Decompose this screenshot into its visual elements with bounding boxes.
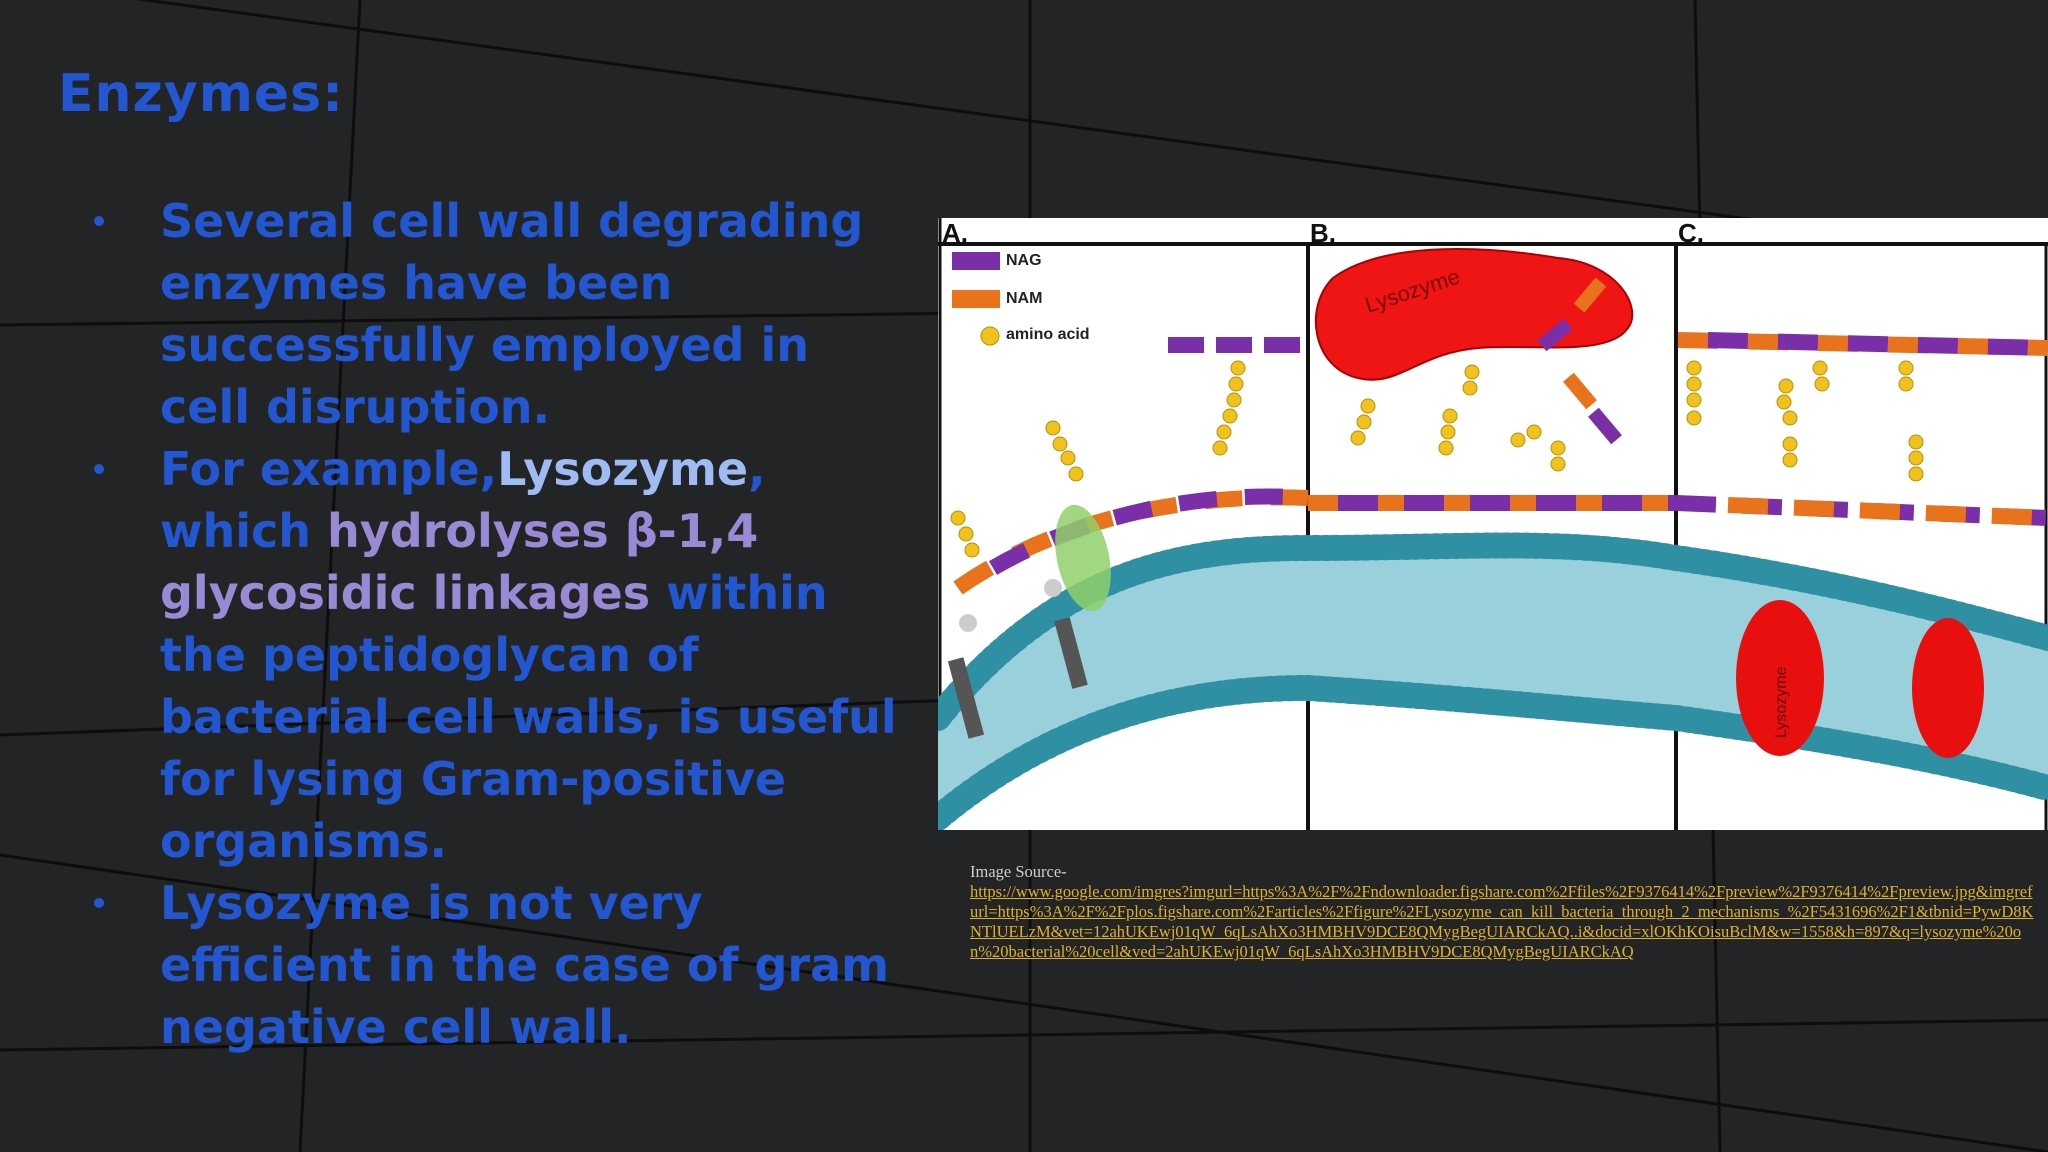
highlight-hydrolyses: hydrolyses β-1,4 glycosidic linkages — [160, 504, 759, 620]
panel-label-c: C. — [1678, 218, 1704, 248]
bullet-list: Several cell wall degrading enzymes have… — [90, 190, 910, 1058]
lysozyme-figure: Lysozyme Lysozyme A. B. C. NAG NAM amino… — [938, 218, 2048, 830]
legend-nam: NAM — [1006, 290, 1043, 307]
bullet-dot — [94, 464, 104, 474]
bullet-text: , which — [160, 442, 766, 558]
bullet-dot — [94, 898, 104, 908]
panel-label-b: B. — [1310, 218, 1336, 248]
bullet-item: Lysozyme is not very efficient in the ca… — [90, 872, 910, 1058]
bullet-text: Lysozyme is not very efficient in the ca… — [160, 876, 890, 1054]
lysozyme-label-c: Lysozyme — [1773, 666, 1790, 738]
bullet-text: within the peptidoglycan of bacterial ce… — [160, 566, 897, 868]
image-source-link[interactable]: https://www.google.com/imgres?imgurl=htt… — [970, 882, 2034, 961]
figure-illustration: Lysozyme Lysozyme — [938, 218, 2048, 830]
highlight-lysozyme: Lysozyme — [497, 442, 749, 496]
bullet-item: Several cell wall degrading enzymes have… — [90, 190, 910, 438]
legend-nag: NAG — [1006, 252, 1042, 269]
image-source-label: Image Source- — [970, 862, 1067, 881]
bullet-item: For example,Lysozyme, which hydrolyses β… — [90, 438, 910, 872]
bullet-dot — [94, 216, 104, 226]
slide-title: Enzymes: — [58, 64, 344, 124]
bullet-text: Several cell wall degrading enzymes have… — [160, 194, 864, 434]
bullet-text: For example, — [160, 442, 498, 496]
panel-label-a: A. — [942, 218, 968, 248]
image-source: Image Source- https://www.google.com/img… — [970, 862, 2040, 962]
legend-amino-acid: amino acid — [1006, 326, 1090, 343]
